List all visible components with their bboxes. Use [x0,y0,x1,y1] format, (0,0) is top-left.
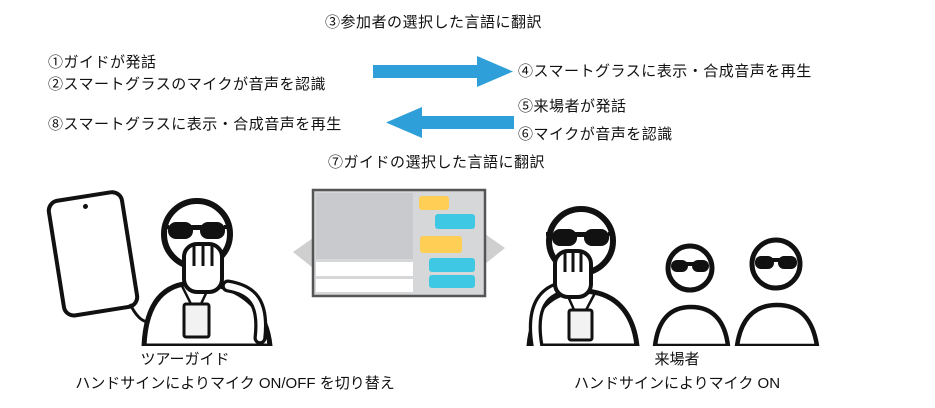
arrow-left-icon [386,107,514,138]
chat-bubble-cyan-3 [429,275,475,288]
lens-right [692,260,709,272]
lens-left [671,260,688,272]
hand-fingers [563,252,583,272]
visitor3-sunglasses-icon [755,256,797,269]
label-step1: ①ガイドが発話 [48,54,157,71]
visitors-title-label: 来場者 [654,351,700,368]
visitor1-hand-sign-icon [553,249,593,299]
chat-bubble-cyan-1 [435,214,475,229]
visitor3-head [749,237,803,291]
screen-panel [316,193,413,259]
visitor3-body [734,302,820,346]
visitor1-sunglasses-icon [546,229,615,246]
label-step8: ⑧スマートグラスに表示・合成音声を再生 [48,116,342,133]
hand-sign-icon [182,242,224,294]
label-step6: ⑥マイクが音声を認識 [518,126,673,143]
visitors-caption-label: ハンドサインによりマイク ON [573,375,781,392]
chat-bubble-yellow-2 [420,236,462,253]
label-step7: ⑦ガイドの選択した言語に翻訳 [328,154,546,171]
lens-right [778,256,797,269]
glasses-bridge [685,262,695,266]
guide-caption-label: ハンドサインによりマイク ON/OFF を切り替え [75,375,395,392]
badge [182,302,211,339]
visitors-figure [526,206,820,346]
chat-bubble-cyan-2 [429,258,475,272]
smart-glasses-display-figure [293,188,505,298]
lens-left [168,222,193,239]
smartphone-camera-dot [82,203,88,209]
arrow-right-shape [373,56,513,87]
lens-left [552,229,577,246]
smartphone-icon [46,190,140,318]
label-step4: ④スマートグラスに表示・合成音声を再生 [518,63,812,80]
smartphone-body [46,190,140,318]
hand-fingers [192,245,214,266]
lens-right [584,229,609,246]
glasses-bridge [574,232,586,237]
speech-pointer-left-icon [293,238,313,268]
glasses-arm-left [162,225,169,229]
speech-pointer-right-icon [485,234,505,264]
label-step2: ②スマートグラスのマイクが音声を認識 [48,76,326,93]
visitor1-badge [567,308,594,342]
glasses-bridge [770,258,782,262]
chat-bubble-yellow-1 [419,196,449,210]
glasses-arm-right [608,232,615,236]
sunglasses-icon [162,222,232,239]
label-step5: ⑤来場者が発話 [518,98,627,115]
visitor2-body [652,304,731,346]
arrow-right-icon [373,56,513,87]
visitor2-head [665,243,715,293]
lens-right [200,222,225,239]
glasses-arm-right [224,225,232,229]
arrow-left-shape [386,107,514,138]
tour-guide-figure [46,190,273,346]
guide-arm-fill [224,282,264,342]
guide-title-label: ツアーガイド [140,351,230,368]
caption-row-2 [316,279,413,292]
label-step3: ③参加者の選択した言語に翻訳 [325,14,543,31]
caption-row-1 [316,262,413,276]
lens-left [755,256,774,269]
glasses-bridge [190,225,202,230]
visitor2-sunglasses-icon [671,260,709,272]
glasses-arm-left [546,232,553,236]
